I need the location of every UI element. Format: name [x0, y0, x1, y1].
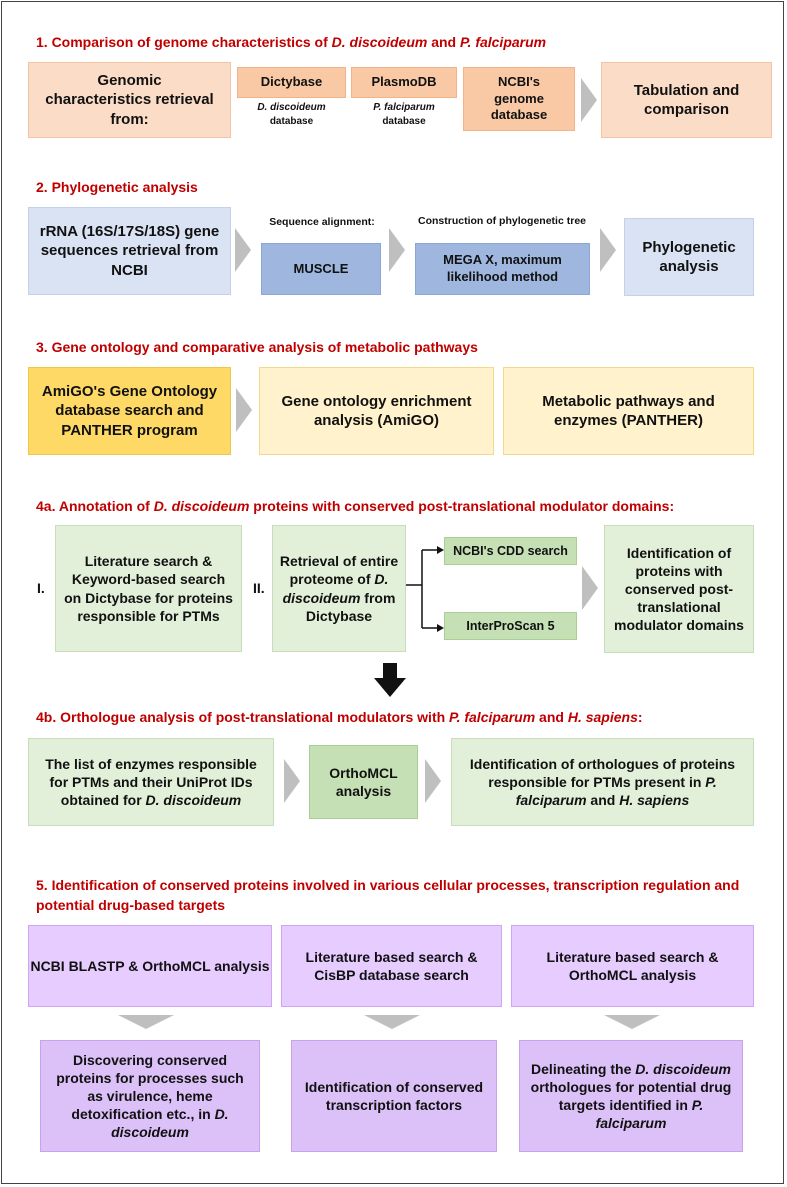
mega-box: MEGA X, maximum likelihood method	[415, 243, 590, 295]
section-5-heading: 5. Identification of conserved proteins …	[36, 877, 740, 913]
tree-label: Construction of phylogenetic tree	[417, 215, 586, 227]
cisbp-search-box: Literature based search & CisBP database…	[281, 925, 502, 1007]
arrow-down-icon	[604, 1015, 660, 1029]
phylogenetic-analysis-box: Phylogenetic analysis	[624, 218, 754, 296]
proteome-retrieval-box: Retrieval of entire proteome of D. disco…	[272, 525, 406, 652]
tabulation-box: Tabulation and comparison	[601, 62, 772, 138]
amigo-search-box: AmiGO's Gene Ontology database search an…	[28, 367, 231, 455]
roman-numeral-1: I.	[37, 580, 45, 596]
blastp-box: NCBI BLASTP & OrthoMCL analysis	[28, 925, 272, 1007]
branch-connector	[406, 546, 444, 632]
genomic-retrieval-box: Genomic characteristics retrieval from:	[28, 62, 231, 138]
section-2-heading: 2. Phylogenetic analysis	[36, 179, 198, 195]
section-4b-heading: 4b. Orthologue analysis of post-translat…	[36, 709, 643, 725]
arrow-right-icon	[582, 566, 598, 610]
section-1-heading: 1. Comparison of genome characteristics …	[36, 34, 547, 50]
arrow-right-icon	[425, 759, 441, 803]
section-4a-heading: 4a. Annotation of D. discoideum proteins…	[36, 498, 675, 514]
arrow-right-icon	[581, 78, 597, 122]
ncbi-cdd-box: NCBI's CDD search	[444, 537, 577, 565]
arrow-down-icon	[118, 1015, 174, 1029]
literature-orthomcl-box: Literature based search & OrthoMCL analy…	[511, 925, 754, 1007]
alignment-label: Sequence alignment:	[269, 216, 375, 228]
muscle-box: MUSCLE	[261, 243, 381, 295]
roman-numeral-2: II.	[253, 580, 265, 596]
transcription-factors-box: Identification of conserved transcriptio…	[291, 1040, 497, 1152]
arrow-right-icon	[284, 759, 300, 803]
arrow-right-icon	[389, 228, 405, 272]
ncbi-genome-box: NCBI's genome database	[463, 67, 575, 131]
plasmodb-box: PlasmoDB	[351, 67, 457, 98]
rrna-retrieval-box: rRNA (16S/17S/18S) gene sequences retrie…	[28, 207, 231, 295]
arrow-right-icon	[600, 228, 616, 272]
orthomcl-box: OrthoMCL analysis	[309, 745, 418, 819]
drug-targets-box: Delineating the D. discoideum orthologue…	[519, 1040, 743, 1152]
literature-search-box: Literature search & Keyword-based search…	[55, 525, 242, 652]
metabolic-pathways-box: Metabolic pathways and enzymes (PANTHER)	[503, 367, 754, 455]
arrow-right-icon	[236, 388, 252, 432]
orthologue-identification-box: Identification of orthologues of protein…	[451, 738, 754, 826]
conserved-domains-box: Identification of proteins with conserve…	[604, 525, 754, 653]
interproscan-box: InterProScan 5	[444, 612, 577, 640]
arrow-down-icon	[364, 1015, 420, 1029]
go-enrichment-box: Gene ontology enrichment analysis (AmiGO…	[259, 367, 494, 455]
down-arrow-icon	[374, 663, 406, 697]
discovering-proteins-box: Discovering conserved proteins for proce…	[40, 1040, 260, 1152]
arrow-right-icon	[235, 228, 251, 272]
dictybase-box: Dictybase	[237, 67, 346, 98]
ptm-enzyme-list-box: The list of enzymes responsible for PTMs…	[28, 738, 274, 826]
section-3-heading: 3. Gene ontology and comparative analysi…	[36, 339, 478, 355]
